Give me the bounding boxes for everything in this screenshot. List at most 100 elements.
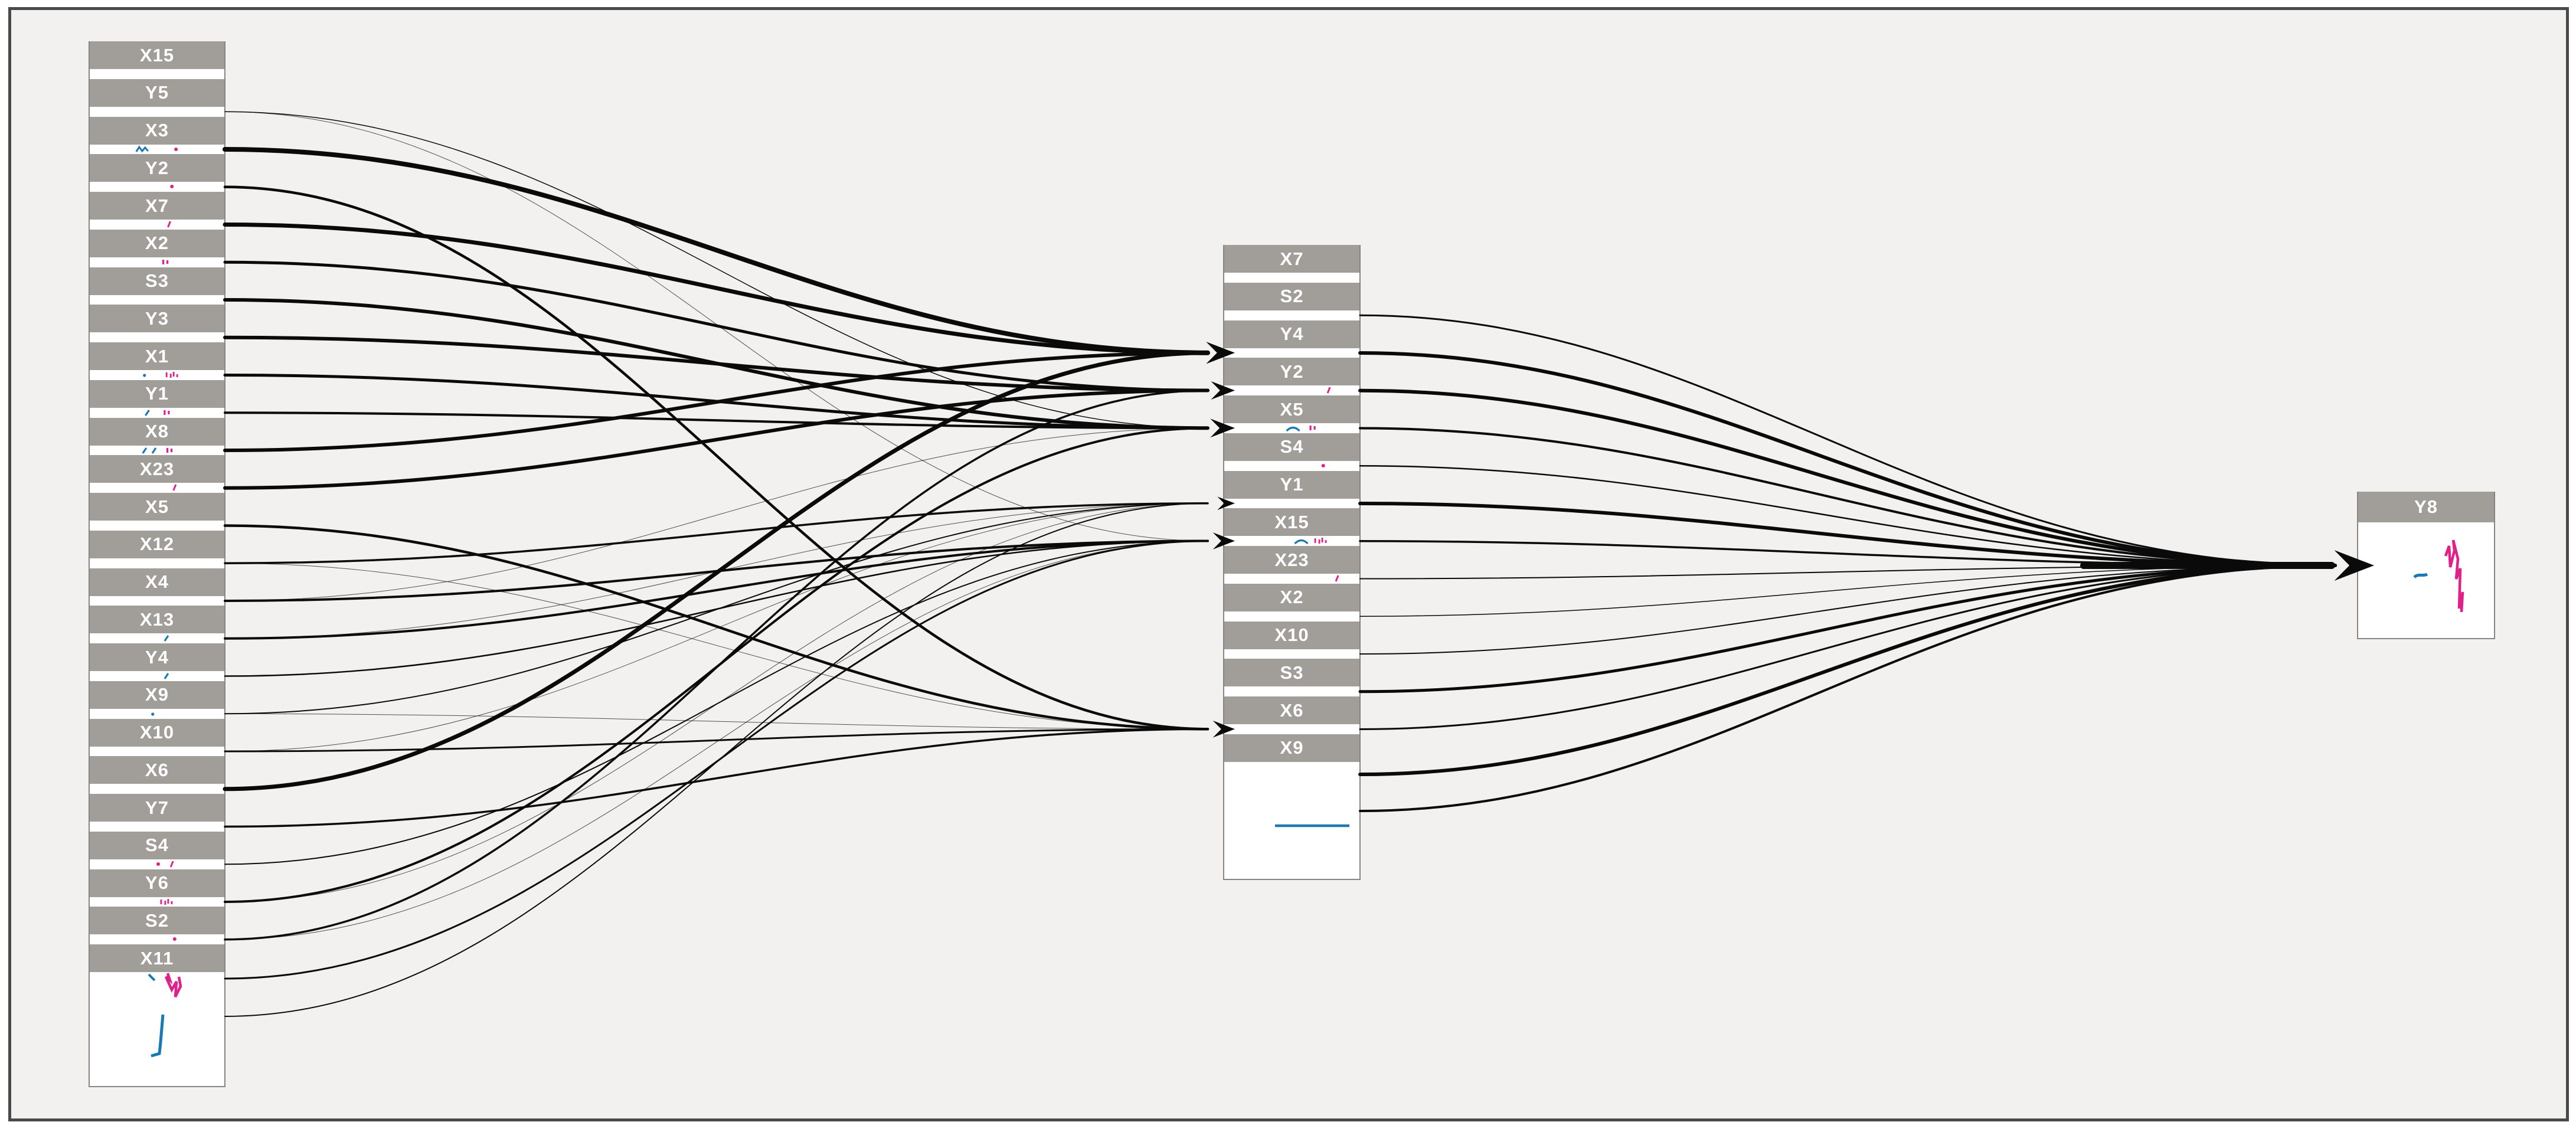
node-label: S2	[145, 910, 169, 931]
node-card-x5: X5	[1224, 395, 1359, 423]
node-label: X23	[139, 458, 175, 479]
sparkline-blue-dot	[143, 374, 146, 377]
node-sparkline-strip	[167, 221, 171, 228]
node-card-s4: S4	[90, 831, 224, 859]
node-label: X13	[139, 609, 175, 630]
node-plot-area	[148, 973, 182, 1058]
sparkline-pink-dot	[1321, 463, 1325, 467]
node-card-s3: S3	[90, 267, 224, 295]
node-sparkline-strip	[172, 937, 176, 941]
node-card-x15: X15	[90, 41, 224, 69]
node-label: X6	[145, 759, 169, 780]
node-label: X15	[1274, 511, 1309, 532]
node-label: X2	[1280, 587, 1304, 608]
node-label: X12	[139, 534, 175, 555]
node-label: S3	[1280, 662, 1304, 683]
node-sparkline-strip	[143, 372, 178, 378]
node-card-x10: X10	[1224, 621, 1359, 649]
node-card-y2: Y2	[1224, 358, 1359, 386]
node-label: X10	[1274, 624, 1309, 645]
node-sparkline-strip	[160, 898, 173, 905]
node-card-x6: X6	[90, 756, 224, 784]
sparkline-pink-tick	[169, 861, 174, 868]
node-sparkline-strip	[135, 145, 178, 152]
sparkline-blue-arc	[1294, 539, 1309, 545]
node-card-x1: X1	[90, 342, 224, 370]
node-sparkline-strip	[151, 712, 155, 716]
node-card-y6: Y6	[90, 869, 224, 897]
node-card-y5: Y5	[90, 78, 224, 107]
node-plot-area	[1275, 824, 1349, 827]
node-card-x5: X5	[90, 493, 224, 521]
node-card-x7: X7	[1224, 245, 1359, 273]
node-sparkline-strip	[1326, 387, 1331, 394]
node-sparkline-strip	[1335, 575, 1339, 582]
node-label: Y2	[1280, 361, 1304, 382]
node-label: X9	[145, 684, 169, 705]
node-label: X7	[145, 195, 169, 216]
sparkline-pink-tick	[1335, 575, 1339, 582]
node-label: X6	[1280, 699, 1304, 721]
node-card-y4: Y4	[90, 643, 224, 671]
node-card-s4: S4	[1224, 433, 1359, 461]
node-label: X2	[145, 233, 169, 254]
sparkline-blue-tick2	[148, 973, 156, 982]
sparkline-y8-blue-dash	[2413, 573, 2428, 578]
node-label: X1	[145, 345, 169, 367]
node-label: X5	[1280, 398, 1304, 420]
node-sparkline-strip	[164, 673, 169, 679]
node-card-s2: S2	[90, 907, 224, 935]
node-card-s3: S3	[1224, 659, 1359, 687]
node-card-x4: X4	[90, 568, 224, 596]
output-node-title-bar: Y8	[2358, 492, 2494, 522]
node-sparkline-strip	[142, 447, 173, 454]
node-card-y1: Y1	[1224, 470, 1359, 499]
node-label: Y7	[145, 797, 169, 818]
sparkline-blue-tick	[142, 447, 148, 454]
output-node: Y8	[2357, 492, 2495, 639]
node-card-x7: X7	[90, 192, 224, 220]
node-label: Y4	[1280, 323, 1304, 344]
node-card-x11: X11	[90, 944, 224, 972]
node-label: S4	[145, 835, 169, 856]
node-sparkline-strip	[1286, 426, 1316, 432]
node-sparkline-strip	[156, 861, 174, 868]
sparkline-blue-tick	[151, 447, 157, 454]
node-label: S4	[1280, 436, 1304, 457]
sparkline-pink-dot	[174, 147, 178, 151]
sparkline-blue-tick	[164, 673, 169, 679]
node-card-x23: X23	[1224, 546, 1359, 574]
sparkline-pink-dot	[172, 937, 176, 941]
sparkline-blue-J	[151, 1014, 165, 1058]
node-card-x12: X12	[90, 530, 224, 558]
node-card-y1: Y1	[90, 380, 224, 408]
sparkline-blue-tick	[145, 409, 150, 416]
node-sparkline-strip	[172, 484, 177, 491]
node-label: X7	[1280, 248, 1304, 269]
node-label: X3	[145, 120, 169, 140]
node-card-y2: Y2	[90, 154, 224, 182]
node-card-x6: X6	[1224, 696, 1359, 724]
node-label: X5	[145, 496, 169, 517]
node-label: Y1	[1280, 474, 1304, 495]
node-label: X10	[139, 722, 175, 743]
node-label: X11	[140, 947, 174, 969]
node-label: X23	[1274, 549, 1309, 570]
node-label: S3	[145, 270, 169, 291]
node-card-x23: X23	[90, 455, 224, 483]
node-sparkline-strip	[164, 635, 169, 642]
node-sparkline-strip	[162, 259, 169, 264]
node-sparkline-strip	[1321, 463, 1325, 467]
node-card-x9: X9	[90, 681, 224, 709]
node-label: Y2	[145, 157, 169, 178]
node-card-y3: Y3	[90, 305, 224, 333]
node-card-x13: X13	[90, 606, 224, 634]
left-column: X15 Y5 X3 Y2 X7 X2 S3 Y3 X1 Y1 X8 X23 X5…	[89, 41, 225, 1087]
node-card-s2: S2	[1224, 282, 1359, 310]
node-label: Y4	[145, 646, 169, 668]
node-card-y4: Y4	[1224, 320, 1359, 348]
sparkline-pink-dot	[156, 862, 160, 866]
sparkline-blue-tick	[164, 635, 169, 642]
middle-column: X7 S2 Y4 Y2 X5 S4 Y1 X15 X23 X2 X10 S3 X…	[1223, 245, 1361, 880]
